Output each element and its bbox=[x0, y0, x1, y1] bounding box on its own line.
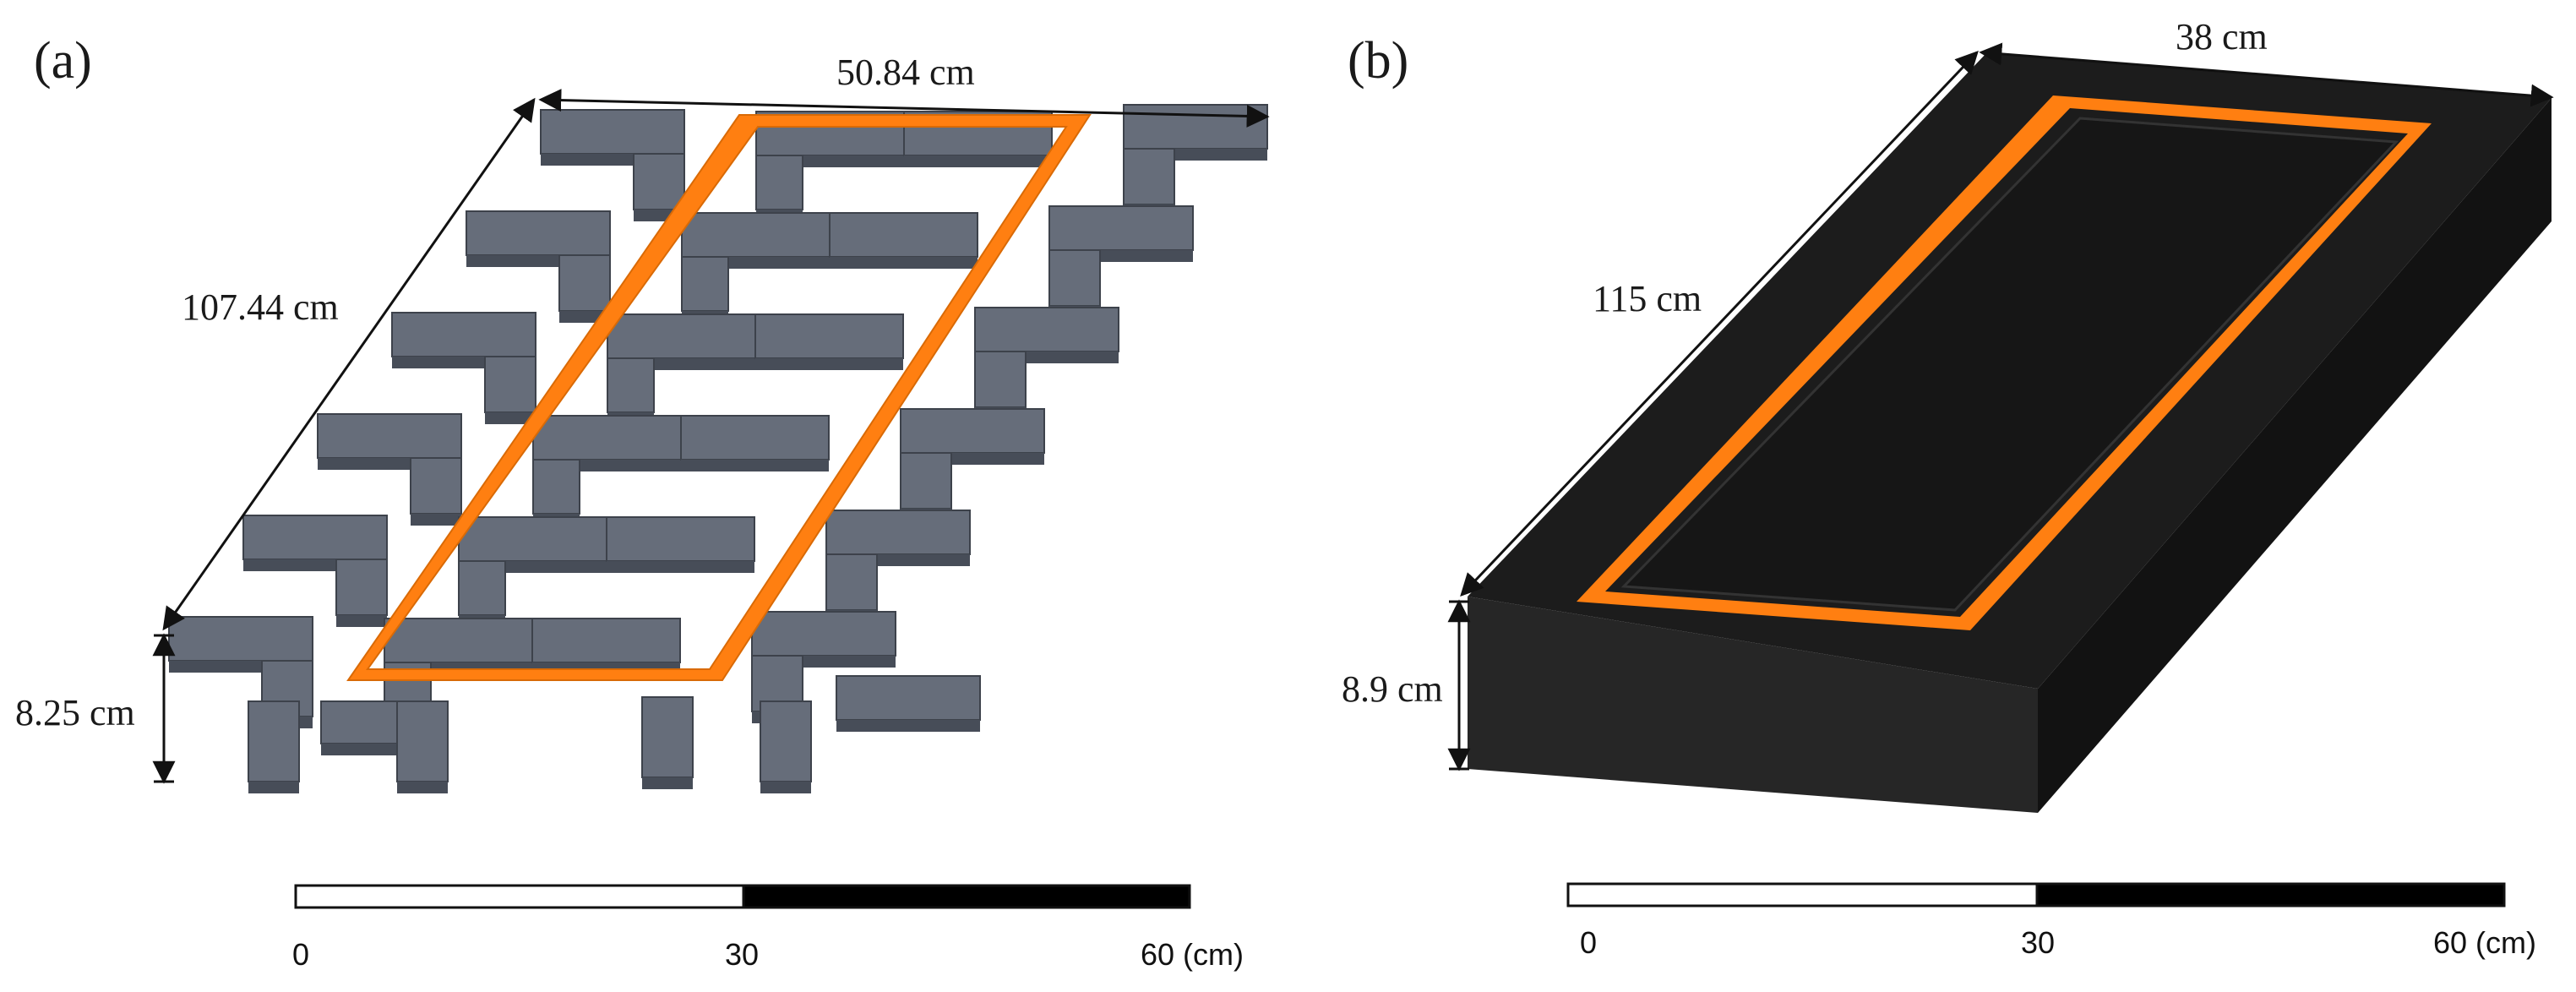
scale-a-tick-0: 0 bbox=[292, 937, 309, 972]
scale-bar-a: 0 30 60 (cm) bbox=[292, 884, 1244, 972]
width-dim-line-b bbox=[1979, 42, 2554, 107]
scale-b-tick-0: 0 bbox=[1580, 925, 1597, 960]
paver-block bbox=[760, 700, 812, 793]
paver-block bbox=[606, 516, 755, 573]
width-dim-label-b: 38 cm bbox=[2176, 16, 2268, 57]
scale-b-tick-60: 60 (cm) bbox=[2433, 925, 2536, 960]
paver-block bbox=[1048, 205, 1194, 262]
paver-block bbox=[641, 696, 694, 789]
paver-block bbox=[335, 559, 388, 627]
slab-front-face bbox=[1468, 597, 2038, 813]
paver-block bbox=[755, 155, 803, 221]
paver-block bbox=[974, 307, 1119, 363]
paver-block bbox=[607, 357, 655, 424]
paver-block bbox=[410, 457, 462, 526]
paver-grid bbox=[168, 104, 1268, 793]
panel-a: (a) 50.84 cm 107.44 cm 8.25 cm 0 30 60 (… bbox=[15, 32, 1270, 972]
paver-block bbox=[680, 415, 830, 471]
paver-block bbox=[829, 212, 978, 269]
paver-block bbox=[681, 256, 729, 323]
paver-block bbox=[751, 611, 896, 668]
paver-block bbox=[532, 459, 580, 526]
paver-block bbox=[458, 560, 506, 627]
width-dim-label-a: 50.84 cm bbox=[836, 52, 975, 93]
length-dim-label-b: 115 cm bbox=[1593, 278, 1702, 319]
panel-b-label: (b) bbox=[1348, 32, 1408, 90]
slab-side-face bbox=[2038, 98, 2551, 813]
length-dim-line-a bbox=[162, 97, 536, 631]
paver-block bbox=[531, 618, 681, 674]
paver-block bbox=[484, 356, 536, 424]
scale-b-tick-30: 30 bbox=[2021, 925, 2055, 960]
panel-a-label: (a) bbox=[34, 32, 92, 90]
length-dim-line-b bbox=[1460, 51, 1979, 597]
paver-block bbox=[396, 700, 449, 793]
height-dim-label-a: 8.25 cm bbox=[15, 692, 135, 733]
length-dim-label-a: 107.44 cm bbox=[182, 286, 339, 328]
paver-block bbox=[248, 700, 300, 793]
scale-a-tick-60: 60 (cm) bbox=[1141, 937, 1244, 972]
paver-block bbox=[836, 675, 981, 732]
width-dim-line-a bbox=[538, 89, 1270, 128]
scale-bar-b: 0 30 60 (cm) bbox=[1566, 882, 2536, 960]
scale-a-tick-30: 30 bbox=[725, 937, 759, 972]
height-dim-label-b: 8.9 cm bbox=[1342, 668, 1443, 710]
paver-block bbox=[754, 313, 904, 370]
panel-b: (b) 38 cm 115 cm 8.9 cm 0 30 60 (cm) bbox=[1342, 16, 2554, 960]
